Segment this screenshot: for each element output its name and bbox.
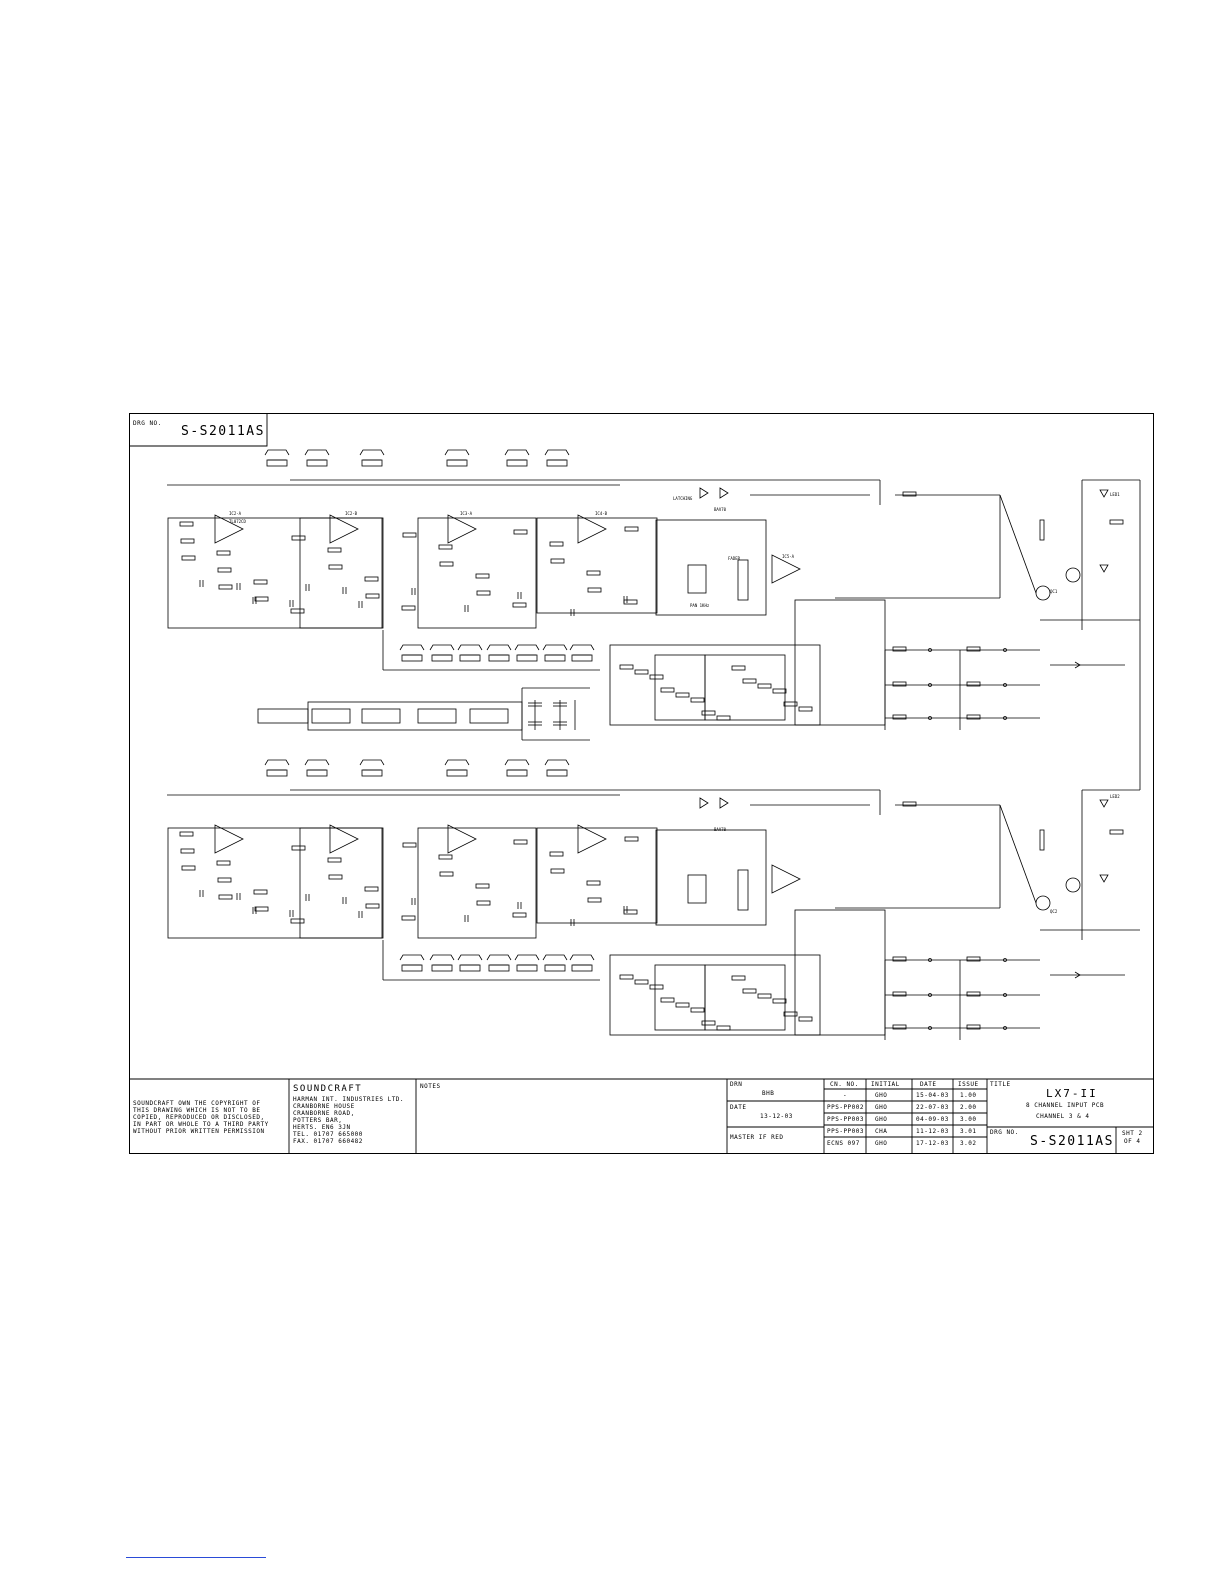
drg-no-bottom-value: S-S2011AS <box>1030 1134 1114 1149</box>
ic-label: IC2-A <box>229 511 242 516</box>
copyright-line: COPIED, REPRODUCED OR DISCLOSED, <box>133 1114 265 1121</box>
title-main: LX7-II <box>1046 1087 1098 1100</box>
ic-label: IC3-A <box>460 511 473 516</box>
rev-cell: PPS-PP002 <box>827 1104 865 1111</box>
rev-cell: 3.01 <box>960 1128 977 1135</box>
drn-value: BHB <box>762 1090 775 1097</box>
rev-cell: 1.00 <box>960 1092 977 1099</box>
rev-cell: PPS-PP003 <box>827 1128 865 1135</box>
diode-label: BAV70 <box>714 827 727 832</box>
rev-header: CN. NO. <box>830 1081 859 1088</box>
company-line: FAX. 01707 660482 <box>293 1138 363 1145</box>
date-value: 13-12-03 <box>760 1113 793 1120</box>
rev-cell: 04-09-03 <box>916 1116 949 1123</box>
transistor-label: QC1 <box>1050 589 1058 594</box>
op-type: TL072CD <box>229 519 246 524</box>
rev-header: ISSUE <box>958 1081 979 1088</box>
notes-label: NOTES <box>420 1083 441 1090</box>
date-label: DATE <box>730 1104 747 1111</box>
fader-label: FADER <box>728 556 741 561</box>
rev-header: INITIAL <box>871 1081 900 1088</box>
footer-link-underline <box>126 1557 266 1558</box>
company-line: HERTS. EN6 3JN <box>293 1124 351 1131</box>
drg-no-value: S-S2011AS <box>181 424 265 439</box>
copyright-line: WITHOUT PRIOR WRITTEN PERMISSION <box>133 1128 265 1135</box>
switch-label: LATCHING <box>673 496 693 501</box>
led-label: LED1 <box>1110 492 1120 497</box>
sheet-label: SHT 2 <box>1122 1130 1143 1137</box>
rev-cell: 15-04-03 <box>916 1092 949 1099</box>
rev-cell: 2.00 <box>960 1104 977 1111</box>
company-line: TEL. 01707 665000 <box>293 1131 363 1138</box>
rev-cell: GHO <box>875 1116 888 1123</box>
copyright-line: SOUNDCRAFT OWN THE COPYRIGHT OF <box>133 1100 261 1107</box>
rev-cell: 22-07-03 <box>916 1104 949 1111</box>
transistor-label: QC2 <box>1050 909 1058 914</box>
title-line2: 8 CHANNEL INPUT PCB <box>1026 1102 1105 1109</box>
company-line: CRANBORNE ROAD, <box>293 1110 355 1117</box>
pan-label: PAN 1KHz <box>690 603 710 608</box>
rev-cell: GHO <box>875 1140 888 1147</box>
ic-label: IC4-B <box>595 511 608 516</box>
rev-cell: - <box>843 1092 848 1099</box>
ic-label: IC5-A <box>782 554 795 559</box>
master-label: MASTER IF RED <box>730 1134 784 1141</box>
drg-no-bottom-label: DRG NO. <box>990 1129 1019 1136</box>
drn-label: DRN <box>730 1081 743 1088</box>
rev-cell: GHO <box>875 1104 888 1111</box>
company-line: HARMAN INT. INDUSTRIES LTD. <box>293 1096 405 1103</box>
ic-label: IC2-B <box>345 511 358 516</box>
rev-header: DATE <box>920 1081 937 1088</box>
drawing-sheet <box>129 413 1154 1154</box>
rev-cell: 3.02 <box>960 1140 977 1147</box>
rev-cell: CHA <box>875 1128 888 1135</box>
rev-cell: ECNS 097 <box>827 1140 860 1147</box>
rev-cell: 3.00 <box>960 1116 977 1123</box>
rev-cell: 17-12-03 <box>916 1140 949 1147</box>
rev-cell: PPS-PP003 <box>827 1116 865 1123</box>
title-label: TITLE <box>990 1081 1011 1088</box>
sheet-value: OF 4 <box>1124 1138 1141 1145</box>
rev-cell: 11-12-03 <box>916 1128 949 1135</box>
drg-no-label: DRG NO. <box>133 420 162 427</box>
company-line: CRANBORNE HOUSE <box>293 1103 355 1110</box>
led-label: LED2 <box>1110 794 1120 799</box>
copyright-line: IN PART OR WHOLE TO A THIRD PARTY <box>133 1121 269 1128</box>
company-line: POTTERS BAR, <box>293 1117 343 1124</box>
title-line3: CHANNEL 3 & 4 <box>1036 1113 1090 1120</box>
diode-label: BAV70 <box>714 507 727 512</box>
rev-cell: GHO <box>875 1092 888 1099</box>
copyright-line: THIS DRAWING WHICH IS NOT TO BE <box>133 1107 261 1114</box>
company-name: SOUNDCRAFT <box>293 1084 363 1094</box>
